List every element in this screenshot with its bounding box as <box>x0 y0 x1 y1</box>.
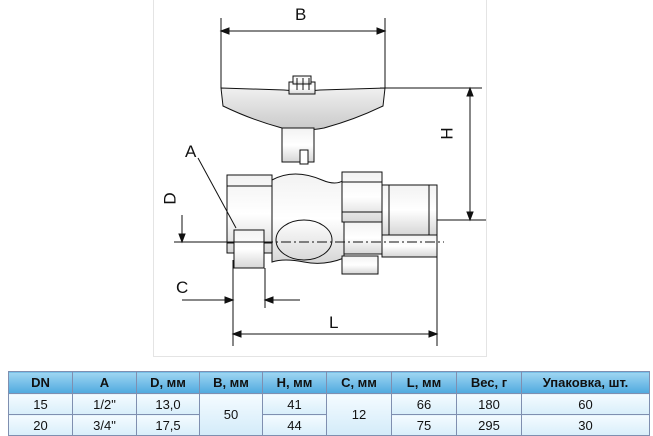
cell-l: 75 <box>391 414 457 436</box>
valve-body <box>271 173 345 264</box>
column-header: Вес, г <box>456 371 522 394</box>
dimension-label-b: B <box>295 5 307 24</box>
column-header: Упаковка, шт. <box>521 371 650 394</box>
column-header: D, мм <box>136 371 200 394</box>
spec-table: DN A D, мм B, мм H, мм C, мм L, мм Вес, … <box>8 371 650 436</box>
cell-weight: 180 <box>456 393 522 415</box>
cell-dn: 15 <box>8 393 73 415</box>
column-header: L, мм <box>391 371 457 394</box>
valve-drawing: B H A D C L <box>153 0 487 357</box>
cell-pack: 30 <box>521 414 650 436</box>
cell-d: 13,0 <box>136 393 200 415</box>
cell-weight: 295 <box>456 414 522 436</box>
column-header: A <box>72 371 137 394</box>
cell-a: 1/2" <box>72 393 137 415</box>
a-leader-line <box>197 157 237 229</box>
dimension-label-d: D <box>160 192 180 205</box>
dimension-label-c: C <box>176 278 189 297</box>
cell-h: 41 <box>262 393 327 415</box>
cell-d: 17,5 <box>136 414 200 436</box>
column-header: C, мм <box>326 371 392 394</box>
cell-l: 66 <box>391 393 457 415</box>
cell-h: 44 <box>262 414 327 436</box>
column-header: B, мм <box>199 371 263 394</box>
column-header: H, мм <box>262 371 327 394</box>
dimension-label-l: L <box>329 313 339 332</box>
valve-stem <box>281 127 315 163</box>
cell-dn: 20 <box>8 414 73 436</box>
cell-b-merged: 50 <box>199 393 263 436</box>
right-thread <box>381 184 438 236</box>
lower-nut <box>341 255 379 275</box>
table-row: 15 1/2" 13,0 50 41 12 66 180 60 <box>8 393 650 436</box>
right-union-nut <box>341 171 383 223</box>
column-header: DN <box>8 371 73 394</box>
valve-schematic <box>174 18 486 346</box>
dimension-label-a: A <box>185 142 197 161</box>
table-row: 20 3/4" 17,5 44 75 295 30 <box>8 414 650 436</box>
cell-pack: 60 <box>521 393 650 415</box>
cell-c-merged: 12 <box>326 393 392 436</box>
table-header-row: DN A D, мм B, мм H, мм C, мм L, мм Вес, … <box>8 371 650 394</box>
dimension-label-h: H <box>437 127 457 140</box>
cell-a: 3/4" <box>72 414 137 436</box>
